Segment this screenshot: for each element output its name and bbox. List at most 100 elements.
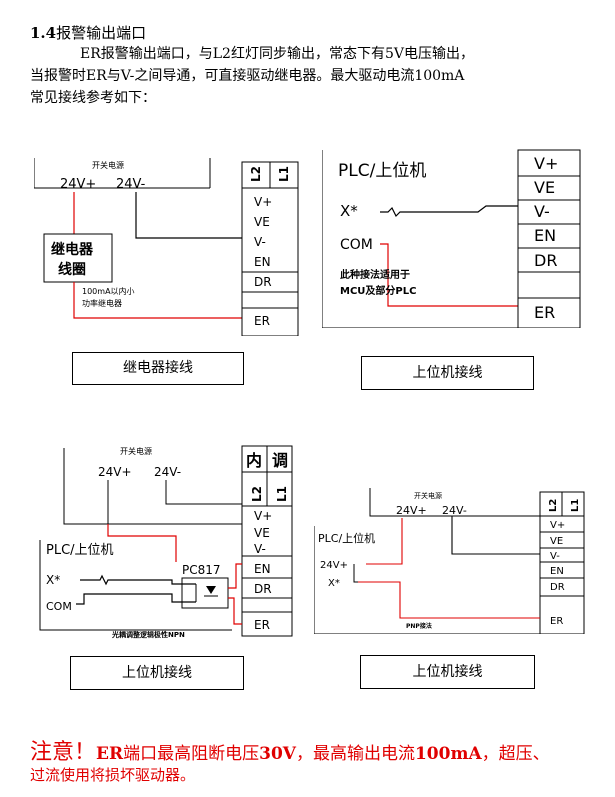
wire-x-to-opto xyxy=(80,574,196,586)
paragraph-line-2: 当报警时ER与V-之间导通，可直接驱动继电器。最大驱动电流100mA xyxy=(30,68,465,84)
psu-24v-plus: 24V+ xyxy=(98,465,132,479)
header-l1: L1 xyxy=(275,486,289,502)
plc-label: PLC/上位机 xyxy=(46,543,114,558)
wire-opto-to-en xyxy=(228,563,242,589)
terminal-vplus: V+ xyxy=(254,195,272,209)
relay-coil-box xyxy=(43,233,113,283)
plc-label: PLC/上位机 xyxy=(338,161,426,181)
caption-relay-wiring: 继电器接线 xyxy=(72,352,244,385)
section-title-text: 报警输出端口 xyxy=(56,24,147,42)
section-title: 1.4报警输出端口 xyxy=(30,22,146,43)
wire-opto-to-er xyxy=(228,597,242,625)
terminal-vplus: V+ xyxy=(534,154,558,173)
wire-relay-to-er xyxy=(73,282,242,319)
wire-24v-minus-to-vminus xyxy=(135,192,242,239)
caption-pnp-wiring: 上位机接线 xyxy=(360,655,535,689)
header-l1: L1 xyxy=(277,166,291,182)
terminal-er: ER xyxy=(534,303,555,322)
plc-x-label: X* xyxy=(340,202,358,220)
terminal-er: ER xyxy=(254,314,270,328)
section-number: 1.4 xyxy=(30,24,57,42)
optocoupler-box xyxy=(181,577,229,609)
terminal-vplus: V+ xyxy=(550,520,565,531)
plc-note-1: 此种接法适用于 xyxy=(340,268,410,281)
terminal-ve: VE xyxy=(550,536,563,547)
paragraph-line-3: 常见接线参考如下： xyxy=(30,90,156,106)
relay-wiring-diagram: 开关电源 24V+ 24V- 继电器 线圈 100mA以内小 功率继电器 L2 … xyxy=(34,158,299,336)
warning-line-1: 注意！ER端口最高阻断电压30V，最高输出电流100mA，超压、 xyxy=(30,734,550,766)
terminal-ve: VE xyxy=(254,215,270,229)
plc-x-label: X* xyxy=(328,578,340,589)
wire-com-to-opto xyxy=(76,593,196,605)
opto-label: PC817 xyxy=(182,563,221,577)
plc-wiring-diagram: PLC/上位机 X* COM 此种接法适用于 MCU及部分PLC V+ VE V… xyxy=(322,149,581,328)
plc-com-label: COM xyxy=(46,600,72,613)
psu-box-outline xyxy=(369,488,540,517)
warning-line-2: 过流使用将损坏驱动器。 xyxy=(30,766,196,784)
wire-24v-minus xyxy=(165,480,242,505)
relay-coil-label-2: 线圈 xyxy=(58,261,86,278)
terminal-er: ER xyxy=(254,618,270,632)
psu-24v-plus: 24V+ xyxy=(396,504,427,517)
wire-com-to-er xyxy=(380,243,518,307)
terminal-vminus: V- xyxy=(254,542,266,556)
psu-label: 开关电源 xyxy=(414,491,442,500)
plc-24v-label: 24V+ xyxy=(320,560,348,571)
psu-24v-plus: 24V+ xyxy=(60,177,96,192)
terminal-er: ER xyxy=(550,616,563,627)
terminal-dr: DR xyxy=(534,251,557,270)
psu-24v-minus: 24V- xyxy=(116,177,146,192)
header-l2: L2 xyxy=(548,499,559,512)
optocoupler-wiring-diagram: 开关电源 24V+ 24V- 内 调 L2 L1 V+ VE V- EN DR … xyxy=(39,445,293,639)
wire-24v-to-opto xyxy=(107,524,177,562)
relay-coil-label-1: 继电器 xyxy=(51,241,94,258)
wire-x-to-vminus xyxy=(380,205,518,218)
warning-prefix: 注意！ xyxy=(30,740,97,765)
plc-label: PLC/上位机 xyxy=(318,531,375,545)
psu-24v-minus: 24V- xyxy=(442,504,467,517)
header-nei: 内 xyxy=(246,451,262,470)
terminal-vminus: V- xyxy=(534,202,550,221)
terminal-en: EN xyxy=(254,562,271,576)
terminal-vminus: V- xyxy=(550,551,560,562)
opto-note: 光耦调整逻辑极性NPN xyxy=(111,630,185,639)
header-l1: L1 xyxy=(570,499,581,512)
wire-24v-plus-to-plc xyxy=(366,518,403,565)
terminal-vminus: V- xyxy=(254,235,266,249)
terminal-dr: DR xyxy=(550,582,565,593)
plc-box-outline xyxy=(39,540,232,631)
caption-optocoupler-wiring: 上位机接线 xyxy=(70,656,244,690)
terminal-ve: VE xyxy=(534,178,555,197)
header-l2: L2 xyxy=(250,486,264,502)
relay-note-2: 功率继电器 xyxy=(82,298,122,308)
terminal-en: EN xyxy=(534,226,556,245)
opto-led-icon xyxy=(206,586,216,594)
pnp-note: PNP接法 xyxy=(406,622,432,630)
terminal-block xyxy=(241,161,299,336)
psu-box-outline xyxy=(63,448,242,525)
warning-text-c: ，超压、 xyxy=(481,744,550,764)
relay-note-1: 100mA以内小 xyxy=(82,286,135,296)
terminal-ve: VE xyxy=(254,526,270,540)
plc-x-label: X* xyxy=(46,573,60,587)
header-l2: L2 xyxy=(249,166,263,182)
wire-x-to-er xyxy=(358,581,540,619)
psu-24v-minus: 24V- xyxy=(154,465,181,479)
caption-plc-wiring: 上位机接线 xyxy=(361,356,534,390)
header-tiao: 调 xyxy=(272,451,288,470)
plc-com-label: COM xyxy=(340,237,373,253)
warning-current: 100mA xyxy=(414,744,482,764)
warning-text-a: 端口最高阻断电压 xyxy=(123,744,260,764)
psu-label: 开关电源 xyxy=(120,446,152,456)
wire-24v-minus-to-vminus xyxy=(451,516,540,555)
terminal-en: EN xyxy=(254,255,271,269)
terminal-dr: DR xyxy=(254,275,272,289)
terminal-dr: DR xyxy=(254,582,272,596)
paragraph-line-1: ER报警输出端口，与L2红灯同步输出，常态下有5V电压输出， xyxy=(80,46,474,62)
warning-text-b: ，最高输出电流 xyxy=(295,744,415,764)
warning-voltage: 30V xyxy=(259,744,296,764)
psu-label: 开关电源 xyxy=(92,160,124,170)
terminal-en: EN xyxy=(550,566,564,577)
terminal-vplus: V+ xyxy=(254,509,272,523)
pnp-wiring-diagram: 开关电源 24V+ 24V- L2 L1 V+ VE V- EN DR ER P… xyxy=(314,488,585,634)
